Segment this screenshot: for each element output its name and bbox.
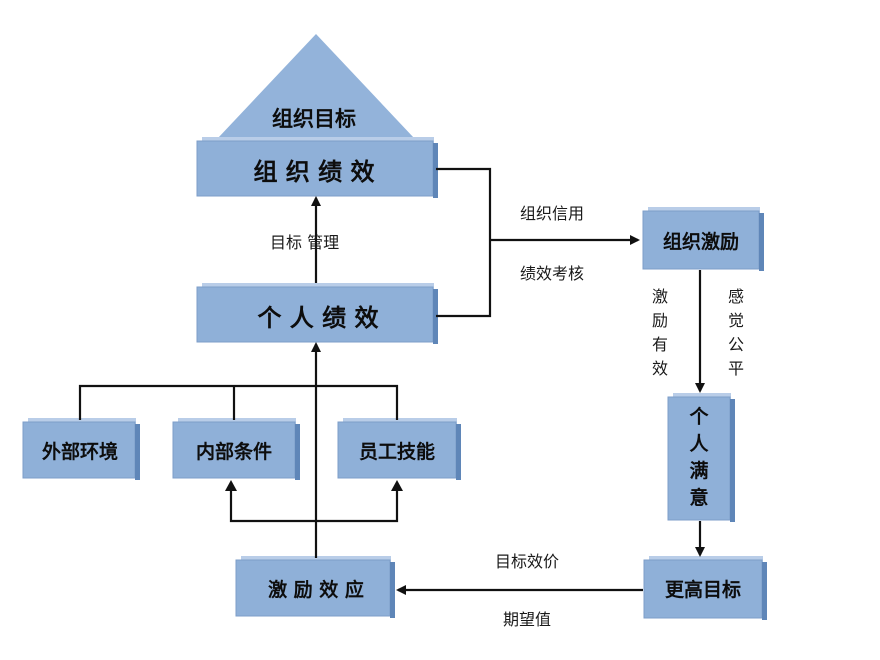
effective-char-1: 激 (652, 287, 668, 306)
fair-char-1: 感 (728, 287, 744, 306)
internal-conditions-node: 内部条件 (172, 418, 300, 480)
arrowhead-to-skill (391, 480, 403, 491)
higher-goal-label: 更高目标 (665, 578, 741, 601)
goal-valence-label: 目标效价 (495, 552, 559, 571)
effective-char-2: 励 (652, 311, 668, 330)
effective-char-3: 有 (652, 335, 668, 354)
goal-triangle (218, 34, 414, 138)
satisfaction-char-2: 人 (689, 433, 709, 455)
higher-goal-node: 更高目标 (643, 556, 767, 620)
employee-skills-node: 员工技能 (337, 418, 461, 480)
individual-satisfaction-node: 个 人 满 意 (667, 393, 735, 522)
fair-char-4: 平 (728, 359, 744, 378)
performance-bracket (436, 167, 492, 318)
performance-review-label: 绩效考核 (520, 264, 584, 283)
effect-to-skill-line (316, 485, 399, 523)
goal-management-label: 目标 管理 (270, 233, 339, 252)
org-performance-label: 组 织 绩 效 (253, 158, 374, 186)
satisfaction-char-3: 满 (689, 459, 708, 482)
internal-conditions-label: 内部条件 (196, 440, 272, 463)
fair-char-3: 公 (728, 335, 744, 354)
goal-label: 组织目标 (272, 107, 356, 131)
incentive-effect-node: 激 励 效 应 (235, 556, 395, 618)
individual-performance-node: 个 人 绩 效 (196, 283, 438, 344)
satisfaction-char-1: 个 (688, 406, 709, 428)
expectancy-label: 期望值 (503, 610, 551, 629)
employee-skills-label: 员工技能 (359, 440, 435, 463)
factors-top-bracket (78, 384, 399, 420)
arrowhead-to-cond (225, 480, 237, 491)
org-credit-label: 组织信用 (520, 204, 584, 223)
org-incentive-node: 组织激励 (642, 207, 764, 271)
effect-to-cond-line (229, 485, 316, 523)
fair-char-2: 觉 (728, 311, 744, 330)
satisfaction-char-4: 意 (689, 486, 708, 509)
individual-performance-label: 个 人 绩 效 (257, 304, 378, 332)
org-incentive-label: 组织激励 (663, 230, 739, 253)
external-environment-label: 外部环境 (42, 440, 118, 463)
incentive-effect-label: 激 励 效 应 (268, 578, 364, 601)
external-environment-node: 外部环境 (22, 418, 140, 480)
org-performance-node: 组 织 绩 效 (196, 137, 438, 198)
effective-char-4: 效 (652, 359, 668, 378)
